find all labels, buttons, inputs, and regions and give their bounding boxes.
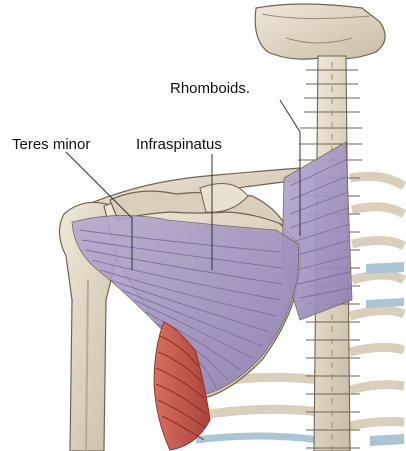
teres-minor-label: Teres minor: [12, 136, 90, 154]
skull-base: [255, 4, 385, 59]
infraspinatus-label: Infraspinatus: [136, 136, 222, 154]
rhomboids-label: Rhomboids.: [170, 80, 250, 98]
